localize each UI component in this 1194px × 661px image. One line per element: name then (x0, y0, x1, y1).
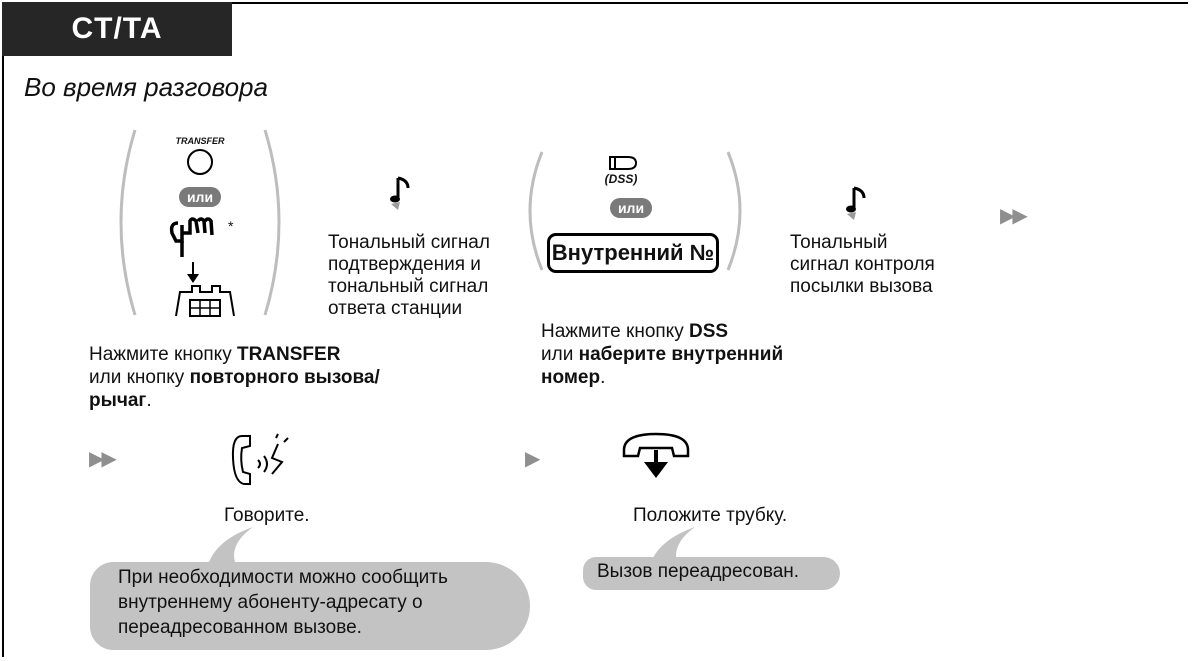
dss-label: (DSS) (604, 172, 638, 186)
step1-instruction: Нажмите кнопку TRANSFER или кнопку повто… (89, 344, 380, 411)
section-subtitle: Во время разговора (24, 72, 268, 102)
next-step-arrow-icon: ▶▶ (89, 448, 117, 470)
hang-up-label: Положите трубку. (633, 505, 788, 526)
step1-brackets (119, 129, 281, 316)
or-badge-step2: или (610, 198, 652, 218)
tone-note-icon (390, 176, 410, 210)
next-step-arrow-icon: ▶ (525, 448, 540, 470)
talk-handset-icon (231, 433, 289, 485)
next-step-arrow-icon: ▶▶ (1000, 205, 1028, 227)
dss-button-icon (609, 156, 638, 170)
section-tab: CT/TA (2, 2, 232, 56)
talk-label: Говорите. (224, 505, 310, 526)
callout-talk: При необходимости можно сообщить внутрен… (90, 562, 530, 650)
down-arrow-icon (187, 262, 199, 283)
hookswitch-icon (175, 285, 235, 317)
asterisk-mark: * (228, 218, 234, 234)
transfer-button-icon (187, 149, 213, 175)
transfer-icon-label: TRANSFER (175, 136, 225, 146)
tone-note-icon (846, 186, 866, 220)
callout-pointer (208, 527, 253, 565)
or-badge-step1: или (179, 187, 221, 207)
step2-brackets (528, 151, 742, 271)
callout-pointer (650, 527, 695, 565)
extension-number-box: Внутренний № (547, 233, 719, 273)
hang-up-icon (622, 432, 690, 478)
hand-press-icon (169, 217, 214, 257)
callout-hang-up: Вызов переадресован. (583, 557, 840, 590)
step2-instruction: Нажмите кнопку DSS или наберите внутренн… (541, 321, 784, 388)
